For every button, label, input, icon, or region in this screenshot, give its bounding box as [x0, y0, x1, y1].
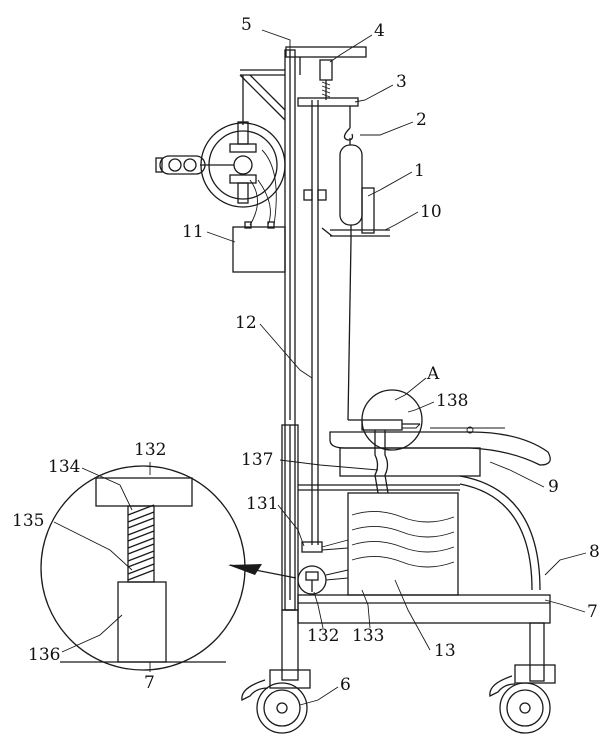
label-135: 135: [12, 511, 44, 531]
lower-mechanism: [297, 539, 349, 595]
label-132-detail: 132: [134, 440, 166, 460]
label-2: 2: [416, 110, 427, 130]
label-136: 136: [28, 645, 60, 665]
detail-arrow: [228, 564, 297, 579]
label-12: 12: [235, 313, 257, 333]
label-10: 10: [420, 202, 442, 222]
label-13: 13: [434, 641, 456, 661]
frame: [298, 475, 541, 591]
label-3: 3: [396, 72, 407, 92]
label-137: 137: [241, 450, 273, 470]
side-arm: [239, 69, 286, 125]
iv-bottle: [339, 106, 363, 421]
base-plate: [281, 594, 551, 682]
pipe-assembly: [348, 389, 423, 494]
label-138: 138: [436, 391, 468, 411]
wheel-left: [241, 669, 311, 734]
wheel-right: [489, 664, 556, 734]
label-5: 5: [241, 15, 252, 35]
label-131: 131: [246, 494, 278, 514]
bottle-bracket: [321, 187, 390, 237]
label-9: 9: [548, 477, 559, 497]
label-4: 4: [374, 21, 385, 41]
label-134: 134: [48, 457, 80, 477]
label-7-detail: 7: [144, 673, 155, 693]
control-box: [232, 221, 286, 273]
leader-lines: [53, 29, 587, 706]
label-8: 8: [589, 542, 600, 562]
label-A: A: [426, 364, 440, 384]
label-7: 7: [587, 602, 598, 622]
lift-rod: [303, 100, 327, 545]
lamp-head: [155, 121, 286, 226]
armrest: [329, 426, 551, 477]
label-6: 6: [340, 675, 351, 695]
detail-view: [40, 465, 246, 671]
tank: [347, 492, 459, 596]
labels: 5 4 3 2 1 10 11 12 A 138 137 131 9 8 7 6…: [12, 15, 600, 695]
label-132: 132: [307, 626, 339, 646]
label-11: 11: [182, 222, 204, 242]
label-133: 133: [352, 626, 384, 646]
label-1: 1: [414, 161, 425, 181]
screw-drive: [297, 59, 359, 107]
